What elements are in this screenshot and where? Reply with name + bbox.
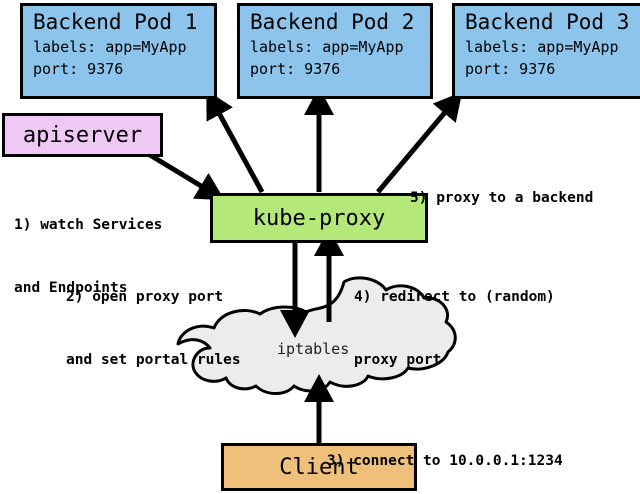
iptables-label: iptables: [277, 340, 350, 358]
arrow-apiserver-to-kubeproxy: [148, 152, 225, 201]
step-2-line-1: 2) open proxy port: [66, 289, 224, 305]
step-4-line-1: 4) redirect to (random): [354, 289, 555, 305]
arrow-kubeproxy-to-pod3: [376, 91, 463, 194]
apiserver-label: apiserver: [22, 122, 143, 148]
step-2-line-2: and set portal rules: [66, 352, 241, 368]
step-3-line-1: 3) connect to 10.0.0.1:1234: [327, 453, 563, 469]
step-3-label: 3) connect to 10.0.0.1:1234: [327, 409, 563, 494]
step-4-label: 4) redirect to (random) proxy port: [354, 245, 555, 413]
backend-pod-3-labels: labels: app=MyApp: [465, 38, 619, 56]
client-label: Client: [279, 454, 359, 480]
backend-pod-3-title: Backend Pod 3: [465, 10, 630, 34]
backend-pod-1-labels: labels: app=MyApp: [33, 38, 187, 56]
backend-pod-1-title: Backend Pod 1: [33, 10, 198, 34]
backend-pod-3-port: port: 9376: [465, 60, 556, 78]
kube-proxy-box[interactable]: kube-proxy: [210, 193, 428, 243]
step-5-line-1: 5) proxy to a backend: [410, 190, 594, 206]
step-1-label: 1) watch Services and Endpoints: [14, 173, 162, 341]
step-5-label: 5) proxy to a backend: [410, 146, 593, 251]
backend-pod-1-box[interactable]: Backend Pod 1 labels: app=MyApp port: 93…: [20, 3, 217, 99]
step-2-label: 2) open proxy port and set portal rules: [66, 245, 241, 413]
step-1-line-2: and Endpoints: [14, 280, 128, 296]
backend-pod-2-port: port: 9376: [250, 60, 341, 78]
backend-pod-3-box[interactable]: Backend Pod 3 labels: app=MyApp port: 93…: [452, 3, 640, 99]
backend-pod-2-labels: labels: app=MyApp: [250, 38, 404, 56]
step-1-line-1: 1) watch Services: [14, 217, 163, 233]
arrow-kubeproxy-to-pod1: [206, 89, 265, 194]
iptables-cloud-shape: [176, 276, 457, 395]
step-4-line-2: proxy port: [354, 352, 442, 368]
kube-proxy-label: kube-proxy: [252, 205, 386, 231]
apiserver-box[interactable]: apiserver: [2, 113, 163, 157]
client-box[interactable]: Client: [221, 443, 417, 491]
backend-pod-1-port: port: 9376: [33, 60, 124, 78]
backend-pod-2-title: Backend Pod 2: [250, 10, 415, 34]
backend-pod-2-box[interactable]: Backend Pod 2 labels: app=MyApp port: 93…: [237, 3, 433, 99]
